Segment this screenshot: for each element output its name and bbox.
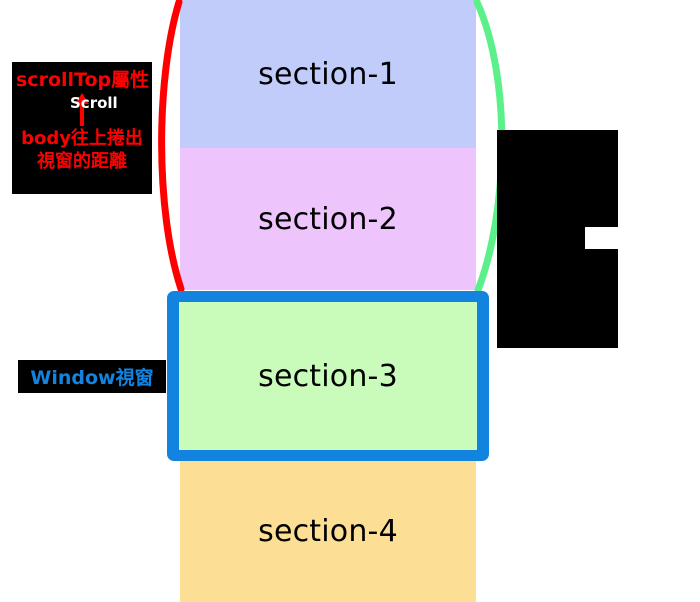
section-block-4: section-4 <box>180 461 476 602</box>
label-occluder-bar <box>585 227 667 249</box>
section-block-1: section-1 <box>180 0 476 148</box>
window-viewport-callout: Window視窗 <box>18 360 166 393</box>
up-arrow-icon <box>16 93 148 127</box>
section-label-3: section-3 <box>258 358 398 394</box>
left-arc-red <box>158 0 185 293</box>
section-label-2: section-2 <box>258 201 398 237</box>
scroll-top-callout-line-2: body往上捲出 <box>21 128 143 149</box>
section-label-4: section-4 <box>258 514 398 549</box>
scroll-top-callout-line-1: scrollTop屬性 <box>16 69 150 91</box>
window-viewport-callout-label: Window視窗 <box>30 367 154 389</box>
section-label-1: section-1 <box>258 56 398 92</box>
window-viewport-frame: section-3 <box>167 291 489 461</box>
section-block-2: section-2 <box>180 148 476 290</box>
section-block-3: section-3 <box>179 302 477 450</box>
scroll-height-callout-label: Scroll <box>70 94 118 112</box>
scroll-top-callout-line-3: 視窗的距離 <box>37 151 127 172</box>
scroll-top-callout: scrollTop屬性 body往上捲出 視窗的距離 <box>12 62 152 194</box>
